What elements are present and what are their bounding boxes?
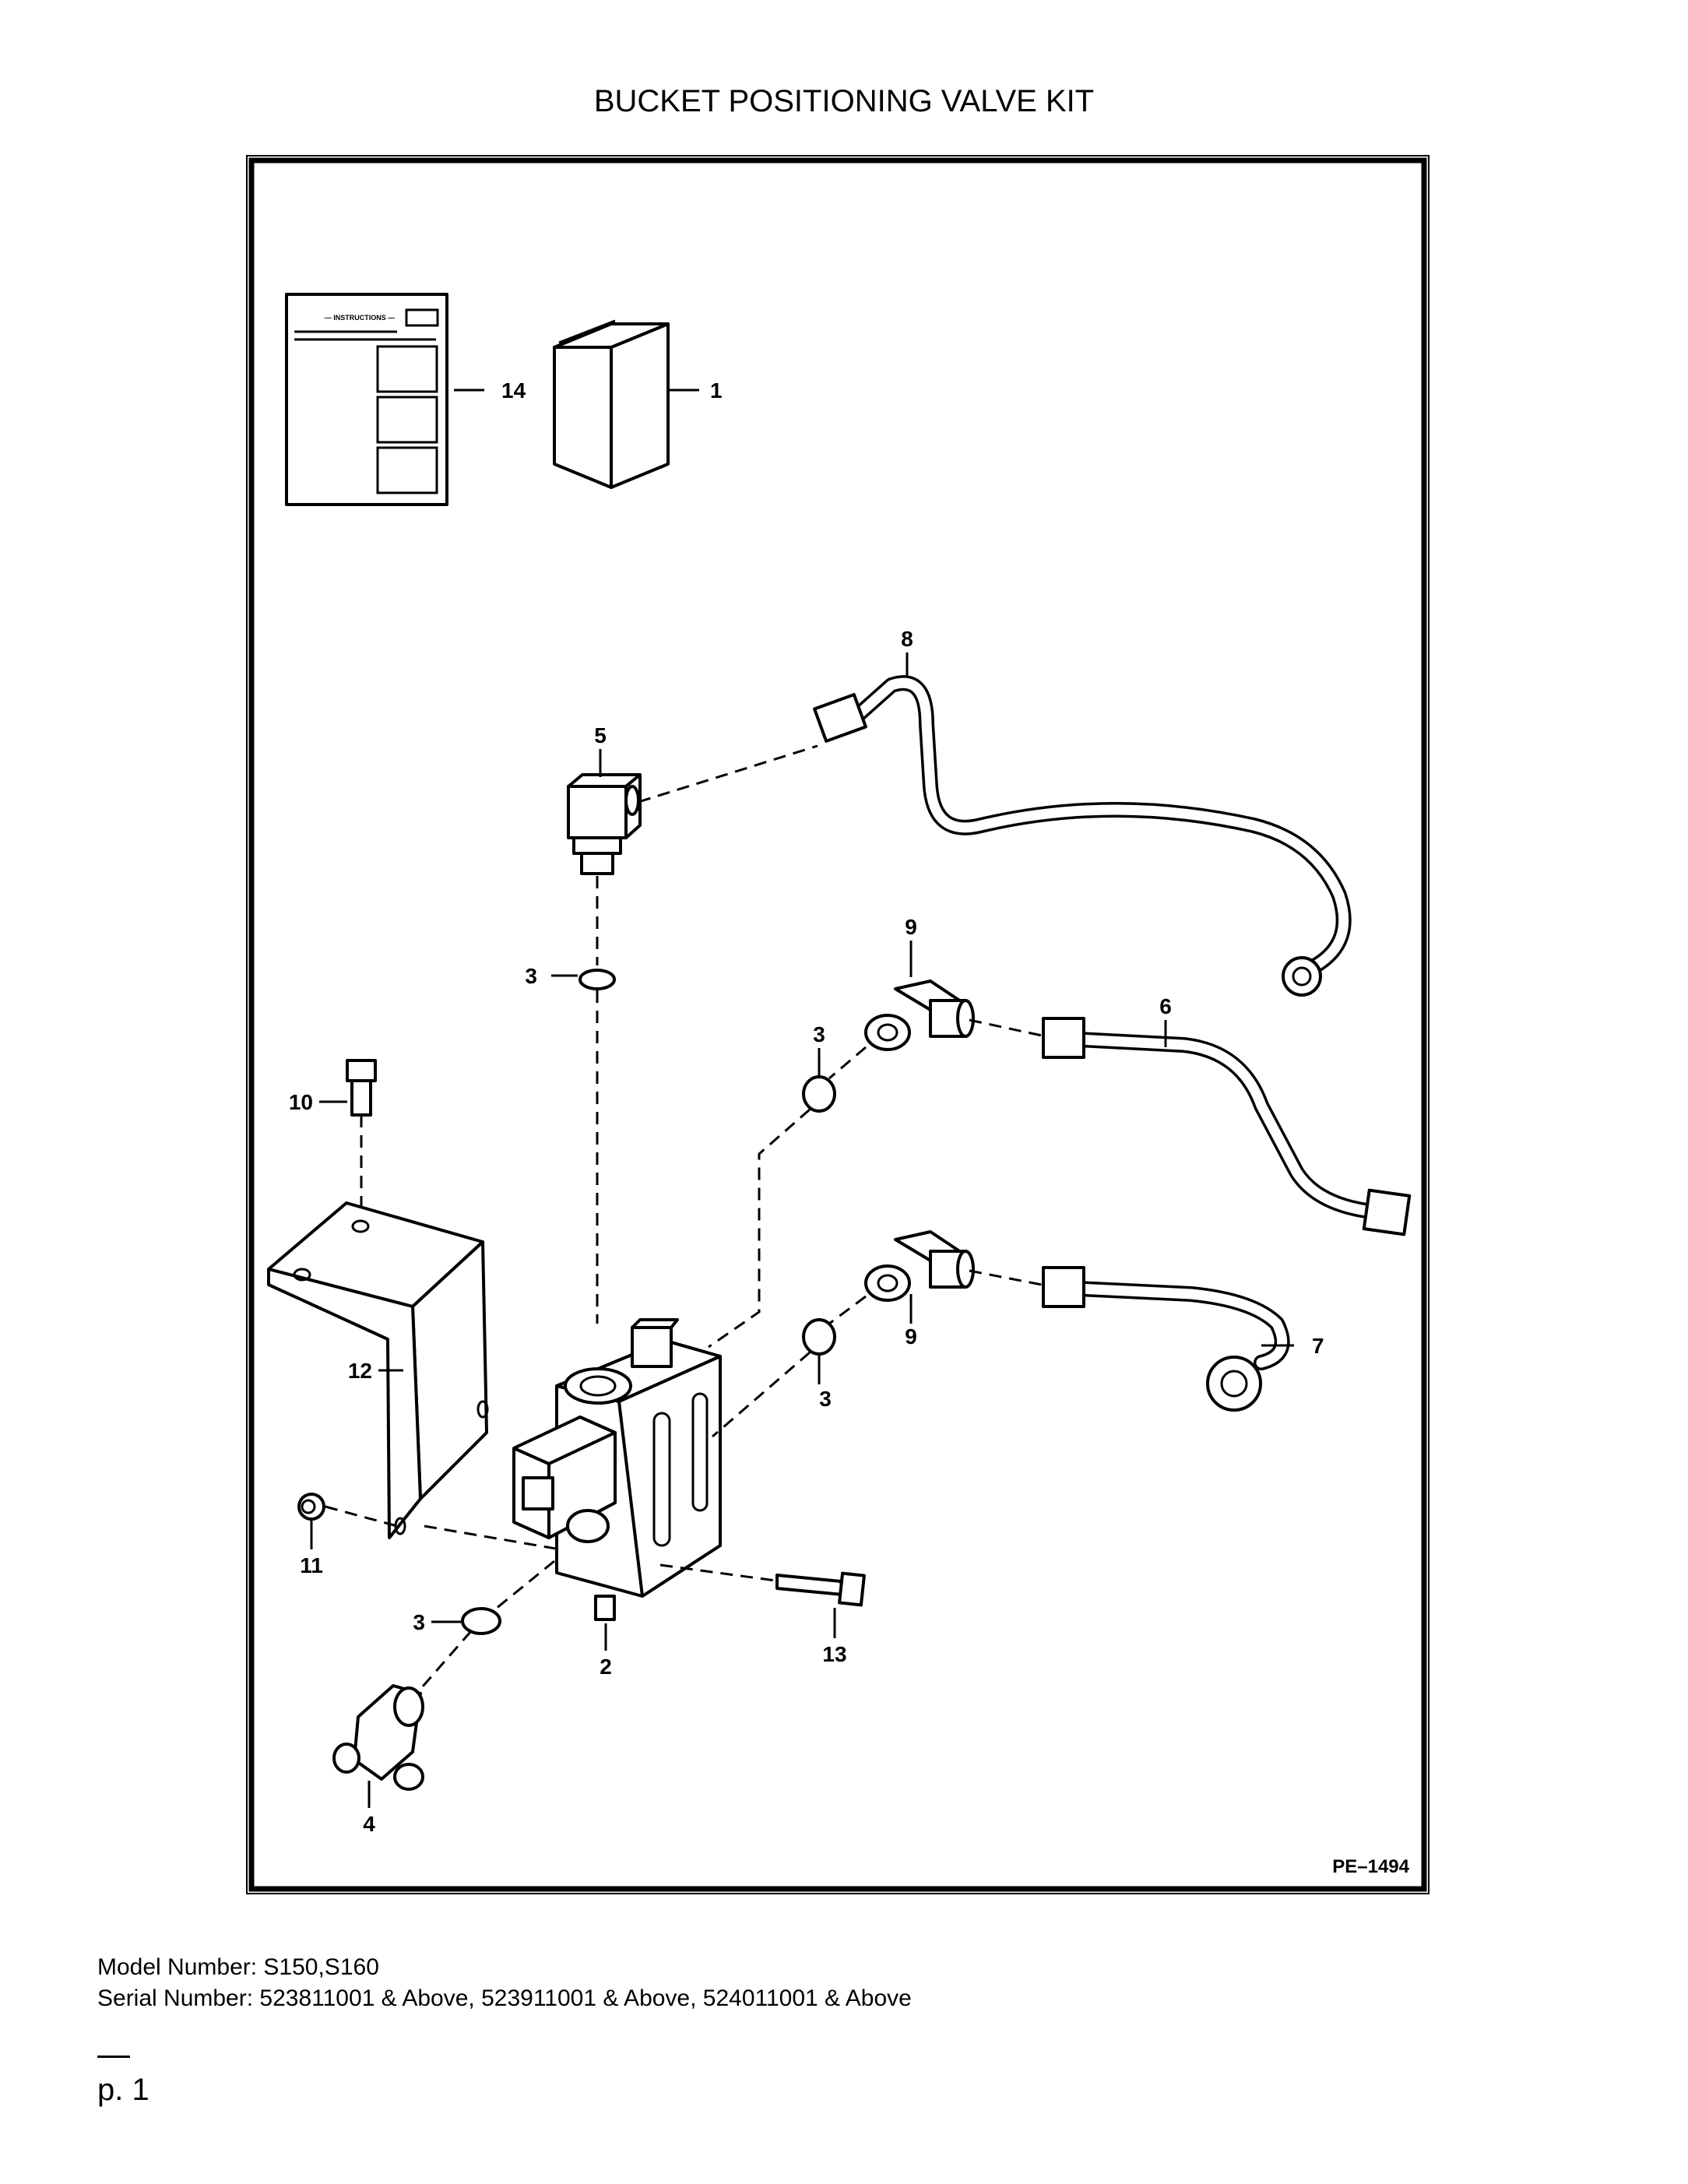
serial-number: Serial Number: 523811001 & Above, 523911… bbox=[97, 1985, 912, 2011]
part-9-lower-elbow bbox=[864, 1230, 975, 1302]
callout-9-lower: 9 bbox=[905, 1324, 917, 1349]
callout-4: 4 bbox=[363, 1812, 375, 1836]
part-11-nut bbox=[297, 1493, 325, 1521]
callout-7: 7 bbox=[1312, 1334, 1324, 1358]
part-3-o-ring-upper bbox=[802, 1075, 836, 1113]
callout-8: 8 bbox=[901, 627, 913, 651]
callout-5: 5 bbox=[594, 723, 607, 747]
page-title: BUCKET POSITIONING VALVE KIT bbox=[593, 84, 1095, 118]
part-5-elbow-fitting bbox=[567, 773, 642, 875]
callout-2: 2 bbox=[600, 1655, 612, 1679]
callout-3-top: 3 bbox=[525, 964, 537, 988]
diagram-frame-outer bbox=[246, 155, 1430, 1894]
part-4-tee-fitting bbox=[332, 1684, 424, 1791]
callout-12: 12 bbox=[348, 1359, 372, 1383]
part-6-middle-tube bbox=[1042, 1017, 1412, 1236]
part-14-instructions-sheet: — INSTRUCTIONS — bbox=[285, 293, 448, 506]
callout-3-upper: 3 bbox=[813, 1022, 825, 1046]
callout-10: 10 bbox=[289, 1090, 313, 1114]
callout-14: 14 bbox=[501, 378, 526, 403]
callout-3-bottom: 3 bbox=[413, 1610, 425, 1634]
part-10-bolt bbox=[346, 1059, 377, 1117]
instructions-heading: — INSTRUCTIONS — bbox=[325, 314, 396, 322]
part-12-bracket bbox=[267, 1201, 489, 1539]
diagram-frame-inner bbox=[248, 157, 1427, 1892]
part-1-kit-box bbox=[553, 319, 670, 489]
figure-id: PE–1494 bbox=[1332, 1856, 1409, 1877]
callout-3-lower: 3 bbox=[819, 1387, 832, 1411]
part-3-o-ring-bottom bbox=[461, 1607, 501, 1635]
callout-6: 6 bbox=[1159, 994, 1172, 1018]
part-2-valve-body bbox=[512, 1318, 722, 1621]
part-9-upper-elbow bbox=[864, 979, 975, 1051]
callout-9-upper: 9 bbox=[905, 915, 917, 939]
callout-1: 1 bbox=[710, 378, 723, 403]
part-3-o-ring-top bbox=[578, 969, 616, 990]
part-7-lower-tube bbox=[1042, 1266, 1290, 1412]
part-8-upper-tube bbox=[813, 675, 1352, 997]
callout-13: 13 bbox=[822, 1642, 846, 1666]
part-13-long-bolt bbox=[775, 1571, 866, 1607]
page-rule bbox=[97, 2056, 130, 2058]
page-number: p. 1 bbox=[97, 2073, 149, 2107]
model-number: Model Number: S150,S160 bbox=[97, 1954, 379, 1980]
callout-11: 11 bbox=[300, 1553, 323, 1577]
part-3-o-ring-lower bbox=[802, 1318, 836, 1356]
